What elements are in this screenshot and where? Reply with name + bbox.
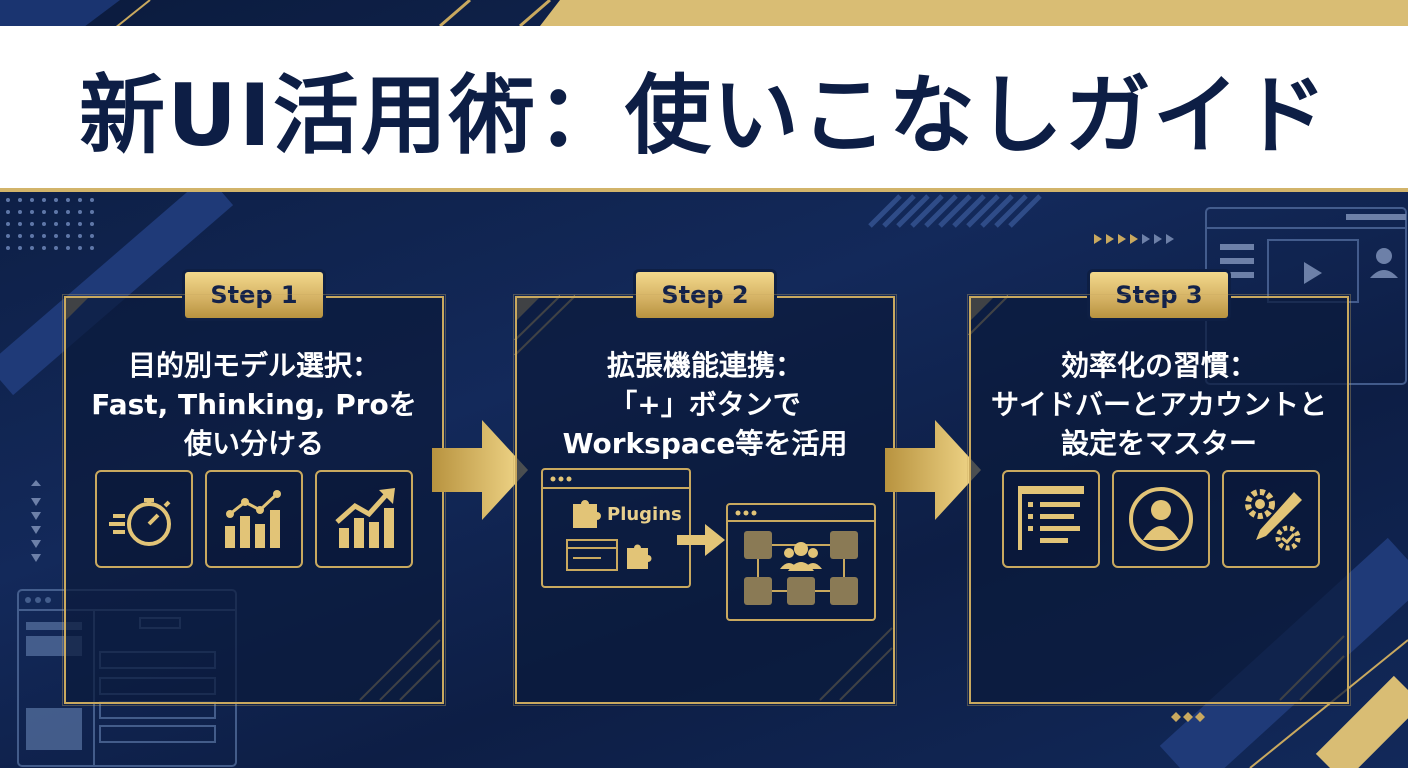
step-2-badge: Step 2 bbox=[636, 272, 774, 318]
puzzle-icon bbox=[573, 500, 601, 528]
step-1-line-2: Fast, Thinking, Proを bbox=[91, 388, 417, 421]
line-chart-icon bbox=[205, 470, 303, 568]
step-2-line-2: 「+」ボタンで bbox=[609, 388, 801, 421]
next-arrow-1 bbox=[432, 420, 528, 520]
step-3-card: Step 3 効率化の習慣： サイドバーとアカウントと 設定をマスター bbox=[967, 272, 1351, 706]
step-3-line-1: 効率化の習慣： bbox=[1060, 349, 1257, 382]
step-1-badge: Step 1 bbox=[185, 272, 323, 318]
page-title: 新UI活用術：使いこなしガイド bbox=[79, 65, 1329, 166]
next-arrow-2 bbox=[885, 420, 981, 520]
step-1-line-1: 目的別モデル選択： bbox=[127, 349, 380, 382]
stopwatch-icon bbox=[95, 470, 193, 568]
plugins-to-workspace-arrow bbox=[677, 524, 725, 556]
step-2-card: Step 2 拡張機能連携： 「+」ボタンで Workspace等を活用 Plu… bbox=[513, 272, 897, 706]
plugins-window: Plugins bbox=[541, 468, 691, 588]
growth-chart-icon bbox=[315, 470, 413, 568]
account-icon bbox=[1112, 470, 1210, 568]
plugins-label: Plugins bbox=[607, 504, 682, 525]
step-1-card: Step 1 目的別モデル選択： Fast, Thinking, Proを 使い… bbox=[62, 272, 446, 706]
title-banner: 新UI活用術：使いこなしガイド bbox=[0, 26, 1408, 192]
step-2-description: 拡張機能連携： 「+」ボタンで Workspace等を活用 bbox=[517, 346, 893, 463]
settings-pencil-icon bbox=[1222, 470, 1320, 568]
workspace-network-icon bbox=[728, 510, 874, 605]
sidebar-list-icon bbox=[1002, 470, 1100, 568]
step-1-description: 目的別モデル選択： Fast, Thinking, Proを 使い分ける bbox=[66, 346, 442, 463]
step-1-line-3: 使い分ける bbox=[183, 427, 324, 460]
step-3-line-2: サイドバーとアカウントと bbox=[990, 388, 1327, 421]
step-2-line-1: 拡張機能連携： bbox=[606, 349, 803, 382]
step-2-line-3: Workspace等を活用 bbox=[562, 427, 848, 460]
step-3-description: 効率化の習慣： サイドバーとアカウントと 設定をマスター bbox=[971, 346, 1347, 463]
step-3-badge: Step 3 bbox=[1090, 272, 1228, 318]
workspace-window bbox=[726, 503, 876, 621]
step-3-line-3: 設定をマスター bbox=[1060, 427, 1257, 460]
